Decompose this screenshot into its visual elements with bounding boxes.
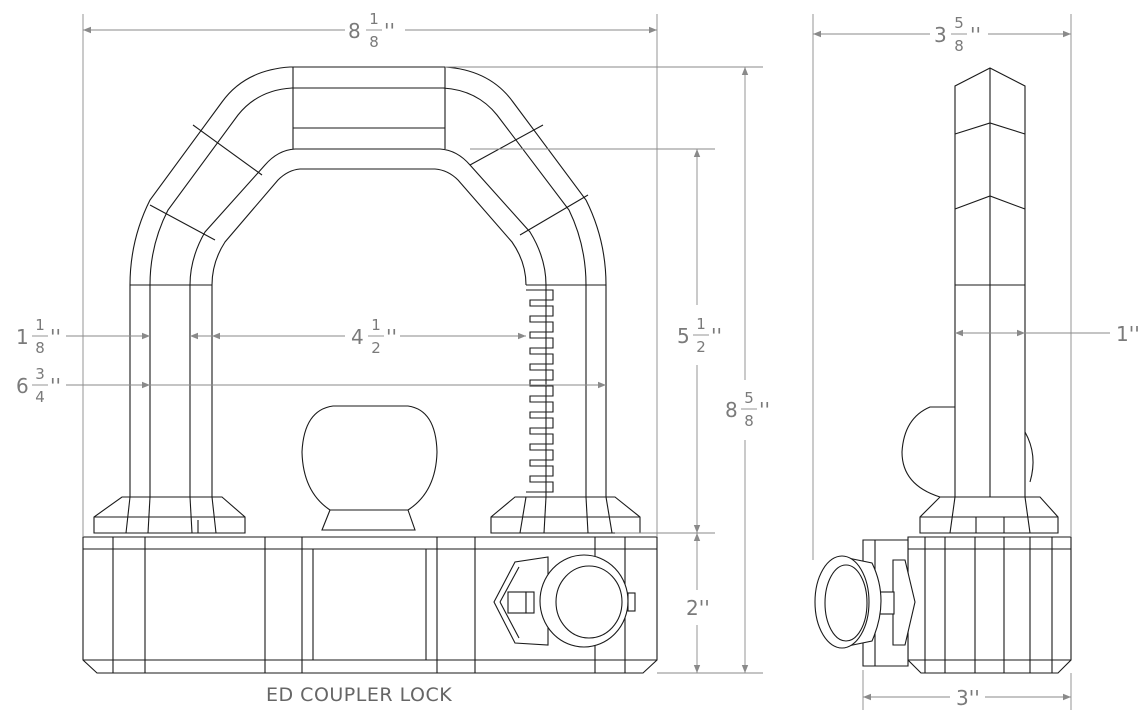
svg-text:'': '' [50, 374, 61, 398]
hitch-ball [301, 405, 438, 511]
dim-tube-width: 1 1 8 '' [16, 316, 61, 357]
svg-text:2: 2 [371, 339, 381, 357]
dim-overall-width: 8 1 8 '' [348, 10, 395, 51]
svg-text:'': '' [384, 19, 395, 43]
svg-text:8: 8 [954, 37, 964, 55]
svg-text:6: 6 [16, 374, 29, 398]
dim-inner-width: 4 1 2 '' [351, 316, 397, 357]
side-collar [919, 496, 1059, 534]
svg-text:3: 3 [934, 23, 947, 47]
front-view [82, 66, 658, 674]
drawing-caption: ED COUPLER LOCK [266, 684, 452, 706]
svg-text:'': '' [711, 324, 722, 348]
dim-shackle-thickness: 1'' [1116, 322, 1140, 346]
svg-text:8: 8 [744, 412, 754, 430]
shackle-inner [189, 148, 547, 497]
svg-text:4: 4 [351, 325, 364, 349]
svg-text:1: 1 [35, 316, 45, 334]
dim-inner-height: 5 1 2 '' [677, 315, 722, 356]
dim-overall-height: 8 5 8 '' [725, 389, 770, 430]
svg-text:'': '' [970, 23, 981, 47]
dimension-lines [66, 14, 1110, 710]
svg-text:8: 8 [725, 398, 738, 422]
shackle-teeth [526, 289, 554, 493]
svg-text:5: 5 [677, 324, 690, 348]
svg-text:3: 3 [35, 365, 45, 383]
side-body [907, 536, 1072, 674]
svg-text:4: 4 [35, 388, 45, 406]
shackle-outer [129, 66, 607, 497]
dim-outer-span: 6 3 4 '' [16, 365, 61, 406]
svg-text:8: 8 [369, 33, 379, 51]
svg-text:'': '' [50, 325, 61, 349]
side-hitch-ball [901, 406, 955, 498]
side-view [814, 67, 1072, 674]
svg-text:8: 8 [35, 339, 45, 357]
lock-cylinder [493, 554, 636, 648]
svg-text:1: 1 [696, 315, 706, 333]
dim-side-depth: 3 5 8 '' [934, 14, 981, 55]
svg-text:'': '' [386, 325, 397, 349]
svg-text:5: 5 [744, 389, 754, 407]
svg-text:2: 2 [696, 338, 706, 356]
right-collar [490, 496, 641, 534]
svg-text:1: 1 [16, 325, 29, 349]
svg-text:1: 1 [371, 316, 381, 334]
svg-text:'': '' [759, 398, 770, 422]
left-collar [93, 496, 246, 534]
dim-base-depth: 3'' [956, 686, 980, 710]
svg-text:5: 5 [954, 14, 964, 32]
dim-body-height: 2'' [686, 596, 710, 620]
svg-text:1: 1 [369, 10, 379, 28]
svg-text:8: 8 [348, 19, 361, 43]
